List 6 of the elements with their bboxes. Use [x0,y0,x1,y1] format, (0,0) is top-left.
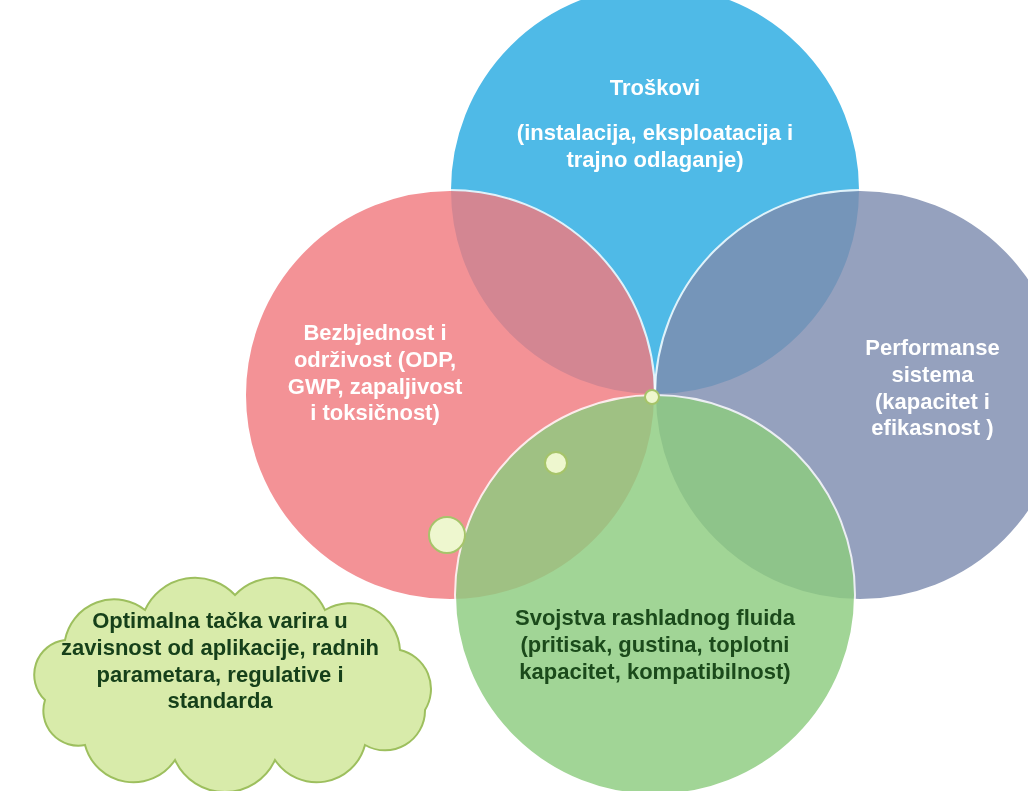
circle-label: Svojstva rashladnog fluida (pritisak, gustina, toplotni kapacitet, kompatibilnost) [514,605,796,686]
cloud-text: Optimalna tačka varira u zavisnost od aplikacije, radnih parametara, regulative i standarda [60,608,380,716]
circle-label: Performanse sistema (kapacitet i efikasnost ) [864,335,1001,443]
circle-label: (instalacija, eksploatacija i trajno odlaganje) [515,120,795,174]
circle-label: Bezbjednost i održivost (ODP, GWP, zapaljivost i toksičnost) [286,320,464,428]
circle-heading: Troškovi [608,75,702,102]
